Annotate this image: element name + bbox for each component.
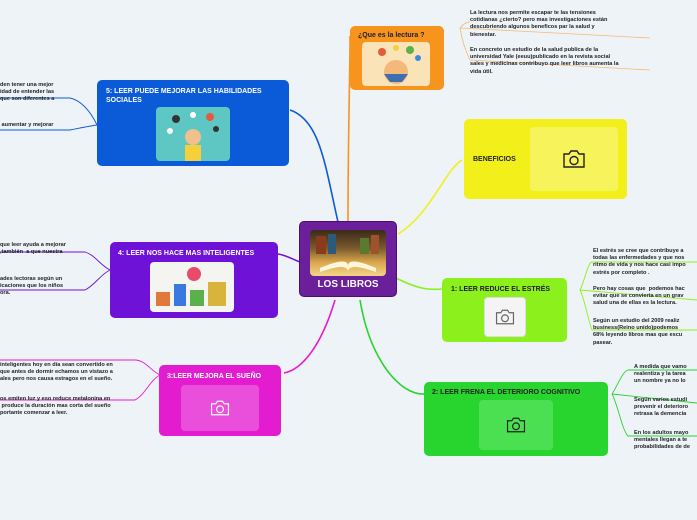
branch-beneficios-title: BENEFICIOS — [473, 156, 516, 163]
cognitivo-image-placeholder — [479, 400, 553, 450]
camera-icon — [210, 400, 230, 416]
sueno-image-placeholder — [181, 385, 259, 431]
branch-inteligentes-title: 4: LEER NOS HACE MAS INTELIGENTES — [118, 250, 255, 257]
branch-sociales[interactable]: 5: LEER PUEDE MEJORAR LAS HABILIDADES SO… — [97, 80, 289, 166]
camera-icon — [506, 417, 526, 433]
link-beneficios — [397, 159, 463, 235]
learning-collage-icon — [156, 267, 226, 306]
link-sueno — [283, 299, 336, 374]
branch-sociales-title: 5: LEER PUEDE MEJORAR LAS HABILIDADES SO… — [106, 88, 262, 104]
sociales-leaf-1: den tener una mejor idad de entender las… — [0, 82, 55, 103]
branch-estres-title: 1: LEER REDUCE EL ESTRÉS — [451, 286, 551, 293]
link-que-es — [347, 35, 351, 223]
link-sociales — [289, 109, 339, 223]
camera-icon — [563, 150, 585, 168]
branch-que-es[interactable]: ¿Que es la lectura ? — [350, 26, 444, 90]
branch-estres[interactable]: 1: LEER REDUCE EL ESTRÉS — [442, 278, 567, 342]
sociales-leaf-2: aumentar y mejorar — [0, 122, 54, 128]
estres-leaf-2: Pero hay cosas que podemos hac evitar qu… — [593, 286, 685, 307]
branch-sueno[interactable]: 3:LEER MEJORA EL SUEÑO — [159, 365, 281, 436]
inteligentes-image — [150, 262, 234, 312]
cognitivo-leaf-2: Según varios estudi prevenir el deterior… — [634, 397, 689, 418]
sociales-image — [156, 107, 230, 161]
camera-icon — [495, 309, 515, 325]
que-es-leaf-2: En concreto un estudio de la salud publi… — [470, 47, 619, 75]
cognitivo-leaf-3: En los adultos mayo mentales llegan a te… — [634, 430, 690, 451]
branch-beneficios[interactable]: BENEFICIOS — [464, 119, 627, 199]
thinking-person-icon — [167, 112, 219, 161]
center-node[interactable]: LOS LIBROS — [299, 221, 397, 297]
cognitivo-leaf-1: A medida que vamo realentiza y la tarea … — [634, 364, 687, 385]
link-inteligentes — [277, 253, 301, 263]
branch-cognitivo[interactable]: 2: LEER FRENA EL DETERIORO COGNITIVO — [424, 382, 608, 456]
que-es-leaf-1: La lectura nos permite escapar te las te… — [470, 10, 608, 38]
reading-head-image — [362, 42, 430, 86]
beneficios-image-placeholder — [530, 127, 618, 191]
estres-image-placeholder — [484, 297, 526, 337]
link-estres — [395, 277, 443, 291]
branch-inteligentes[interactable]: 4: LEER NOS HACE MAS INTELIGENTES — [110, 242, 278, 318]
sueno-leaf-2: os emiten luz y eso reduce metalonina en… — [0, 396, 111, 417]
link-cognitivo — [359, 299, 425, 395]
branch-sueno-title: 3:LEER MEJORA EL SUEÑO — [167, 373, 262, 380]
inteligentes-leaf-1: que leer ayuda a mejorar ,también a que … — [0, 242, 66, 256]
estres-leaf-3: Según un estudio del 2009 realiz busines… — [593, 318, 683, 346]
branch-que-es-title: ¿Que es la lectura ? — [358, 32, 425, 39]
sueno-leaf-1: inteligentes hoy en día sean convertido … — [0, 362, 113, 383]
reading-head-icon — [378, 45, 421, 84]
open-book-icon — [316, 234, 379, 272]
estres-leaf-1: El estrés se cree que contribuye a todas… — [593, 248, 686, 276]
books-image — [310, 230, 386, 276]
center-title: LOS LIBROS — [317, 279, 379, 290]
inteligentes-leaf-2: ades lectoras según un icaciones que los… — [0, 276, 64, 297]
branch-cognitivo-title: 2: LEER FRENA EL DETERIORO COGNITIVO — [432, 389, 581, 396]
